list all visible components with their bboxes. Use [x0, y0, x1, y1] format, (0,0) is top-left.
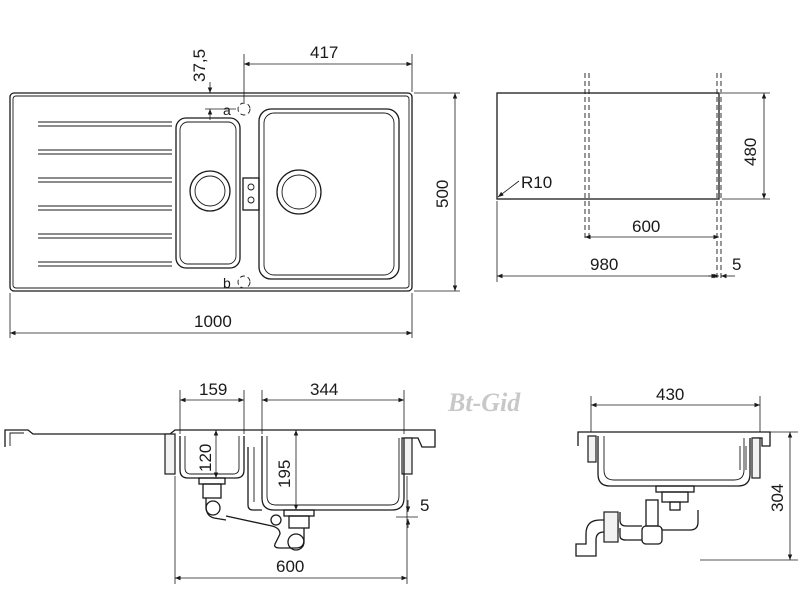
top-view: a b 37,5 417 1000 500 [9, 43, 460, 338]
dim-width: 1000 [194, 312, 232, 331]
overflow-pipe [247, 447, 262, 511]
sink-outline [9, 92, 413, 292]
cutout-view: R10 480 600 980 5 [496, 73, 770, 282]
trap-body [645, 499, 659, 527]
big-drain-inner [281, 174, 317, 210]
cutout-rect [496, 92, 720, 200]
tap-hole-a [237, 102, 251, 116]
small-drain-outer [189, 170, 231, 212]
trap-pipe [225, 515, 305, 549]
overflow-hole-top [247, 183, 255, 191]
countertop-profile [4, 429, 436, 448]
dim-bowl-width: 417 [310, 43, 338, 62]
outlet-elbow [575, 519, 619, 557]
side-left-support [587, 435, 597, 463]
big-bowl [258, 108, 400, 280]
dim-side-bowl-width: 430 [656, 385, 684, 404]
dim-height: 500 [433, 180, 452, 208]
dim-cabinet: 600 [632, 217, 660, 236]
label-a: a [223, 102, 231, 118]
dim-small-bowl-width: 159 [199, 380, 227, 399]
small-drain-inner [194, 175, 226, 207]
dim-big-bowl-width: 344 [310, 380, 338, 399]
counter-right-support [401, 437, 413, 475]
dim-offset: 37,5 [190, 49, 209, 82]
label-b: b [223, 275, 231, 291]
dim-cut-height: 480 [741, 138, 760, 166]
dim-cut-width: 980 [590, 255, 618, 274]
dim-cabinet-front: 600 [276, 557, 304, 576]
drainboard-ribs [38, 121, 172, 267]
side-right-support [751, 437, 761, 479]
side-countertop [577, 431, 771, 447]
big-bowl-inner [263, 112, 395, 276]
small-bowl [175, 117, 241, 269]
sink-inner-edge [12, 95, 410, 289]
dim-radius: R10 [521, 173, 552, 192]
big-drain-outer [276, 169, 322, 215]
tap-hole-b [237, 275, 251, 289]
counter-left-support [164, 433, 176, 475]
big-bowl-section [261, 436, 405, 511]
side-bowl-outer [597, 436, 751, 487]
overflow-box [242, 177, 260, 211]
dim-big-depth: 195 [275, 460, 294, 488]
side-section: 430 304 [575, 385, 798, 561]
dim-side-height: 304 [768, 484, 787, 512]
front-section: 159 344 120 195 5 600 [4, 380, 436, 584]
dim-small-depth: 120 [196, 444, 215, 472]
overflow-hole-bottom [247, 196, 255, 204]
small-bowl-inner [179, 121, 237, 265]
dim-thickness: 5 [420, 496, 429, 515]
dim-gap: 5 [732, 255, 741, 274]
watermark-text: Bt-Gid [447, 388, 521, 417]
